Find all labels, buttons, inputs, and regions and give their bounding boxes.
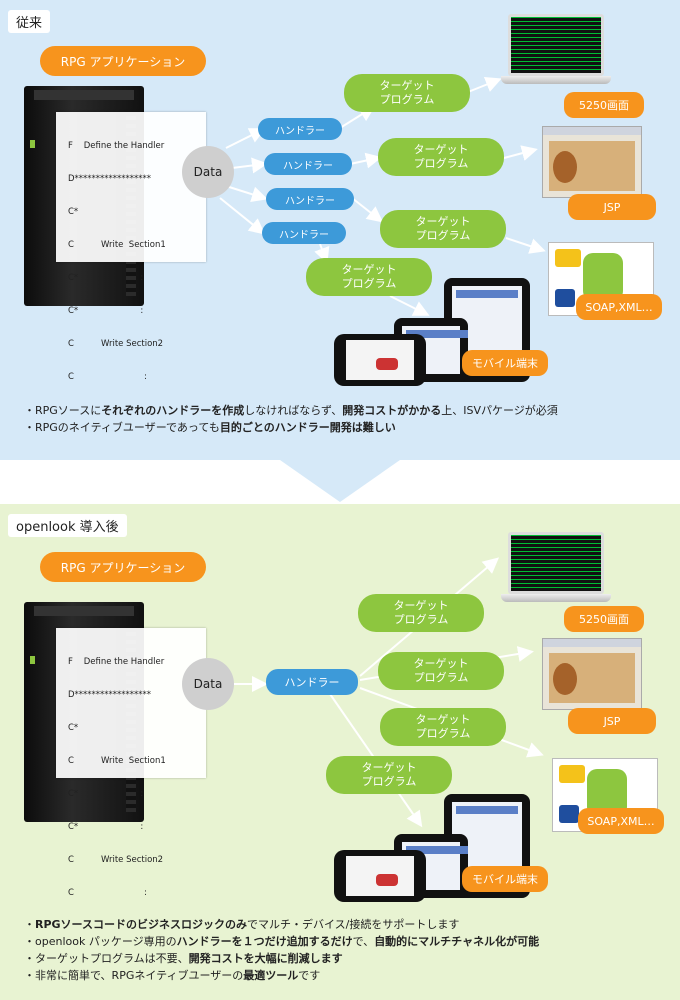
target-line1: ターゲット [379,79,435,92]
target-program-3: ターゲット プログラム [380,210,506,248]
single-handler: ハンドラー [266,669,358,695]
output-mobile-label: モバイル端末 [462,866,548,892]
output-soap-label: SOAP,XML… [576,294,662,320]
bullet-text: で、 [352,935,375,948]
bullet-bold: 最適ツール [243,969,299,982]
code-line: C* [68,723,79,733]
bullet-text: ・RPGソースに [24,404,102,417]
target-line2: プログラム [415,727,471,740]
openlook-tag: openlook 導入後 [8,514,127,537]
bullet-line: ・RPGソースにそれぞれのハンドラーを作成しなければならず、開発コストがかかる上… [24,402,558,419]
target-line1: ターゲット [341,263,397,276]
bullet-text: 上、ISVパケージが必須 [441,404,558,417]
rpg-application-label: RPG アプリケーション [40,46,206,76]
laptop-5250-image [501,532,611,602]
legacy-tag: 従来 [8,10,51,33]
laptop-5250-image [501,14,611,84]
target-program-1: ターゲット プログラム [344,74,470,112]
target-program-1: ターゲット プログラム [358,594,484,632]
down-arrow [280,460,400,502]
bullet-bold: 開発コストがかかる [342,404,442,417]
output-5250-label: 5250画面 [564,606,644,632]
bullet-bold: 目的ごとのハンドラー開発は難しい [219,421,396,434]
target-line1: ターゲット [415,713,471,726]
code-line: C : [68,888,148,898]
bullet-bold: それぞれのハンドラーを作成 [101,404,245,417]
openlook-panel: openlook 導入後 RPG アプリケーション F Define the H… [0,504,680,1000]
target-program-2: ターゲット プログラム [378,138,504,176]
code-line: C Write Section2 [68,339,164,349]
bullet-bold: ハンドラーを１つだけ追加するだけ [176,935,353,948]
bullet-line: ・openlook パッケージ専用のハンドラーを１つだけ追加するだけで、自動的に… [24,933,539,950]
code-line: C* : [68,789,144,799]
code-line: C* : [68,822,144,832]
bullet-text: ・openlook パッケージ専用の [24,935,177,948]
target-line1: ターゲット [415,215,471,228]
code-line: C* [68,207,79,217]
bullet-line: ・RPGのネイティブユーザーであっても目的ごとのハンドラー開発は難しい [24,419,558,436]
output-soap-label: SOAP,XML… [578,808,664,834]
target-line2: プログラム [413,671,469,684]
code-line: C : [68,372,148,382]
target-program-2: ターゲット プログラム [378,652,504,690]
data-node: Data [182,658,234,710]
target-line2: プログラム [379,93,435,106]
legacy-bullets: ・RPGソースにそれぞれのハンドラーを作成しなければならず、開発コストがかかる上… [24,402,558,436]
code-line: C Write Section1 [68,756,166,766]
target-line1: ターゲット [413,657,469,670]
target-line2: プログラム [361,775,417,788]
target-program-4: ターゲット プログラム [306,258,432,296]
phone-image [334,334,426,386]
code-line: C Write Section1 [68,240,166,250]
browser-jsp-image [542,638,642,710]
target-program-3: ターゲット プログラム [380,708,506,746]
bullet-text: でマルチ・デバイス/接続をサポートします [247,918,460,931]
bullet-text: ・ターゲットプログラムは不要、 [24,952,189,965]
data-node: Data [182,146,234,198]
bullet-bold: RPGソースコードのビジネスロジックのみ [35,918,248,931]
bullet-line: ・ターゲットプログラムは不要、開発コストを大幅に削減します [24,950,539,967]
handler-3: ハンドラー [266,188,354,210]
handler-4: ハンドラー [262,222,346,244]
output-5250-label: 5250画面 [564,92,644,118]
bullet-line: ・RPGソースコードのビジネスロジックのみでマルチ・デバイス/接続をサポートしま… [24,916,539,933]
bullet-line: ・非常に簡単で、RPGネイティブユーザーの最適ツールです [24,967,539,984]
target-program-4: ターゲット プログラム [326,756,452,794]
rpg-source-code: F Define the Handler D******************… [56,628,206,898]
rpg-application-label: RPG アプリケーション [40,552,206,582]
output-mobile-label: モバイル端末 [462,350,548,376]
bullet-bold: 自動的にマルチチャネル化が可能 [374,935,540,948]
browser-jsp-image [542,126,642,198]
target-line1: ターゲット [393,599,449,612]
rpg-source-code: F Define the Handler D******************… [56,112,206,382]
output-jsp-label: JSP [568,194,656,220]
handler-2: ハンドラー [264,153,352,175]
bullet-text: ・ [24,918,35,931]
target-line1: ターゲット [361,761,417,774]
code-line: F Define the Handler [68,141,165,151]
handler-1: ハンドラー [258,118,342,140]
openlook-bullets: ・RPGソースコードのビジネスロジックのみでマルチ・デバイス/接続をサポートしま… [24,916,539,984]
target-line2: プログラム [415,229,471,242]
code-line: D****************** [68,690,152,700]
target-line2: プログラム [393,613,449,626]
code-line: F Define the Handler [68,657,165,667]
code-line: C Write Section2 [68,855,164,865]
bullet-text: しなければならず、 [244,404,343,417]
bullet-bold: 開発コストを大幅に削減します [188,952,343,965]
legacy-panel: 従来 RPG アプリケーション F Define the Handler D [0,0,680,460]
phone-image [334,850,426,902]
output-jsp-label: JSP [568,708,656,734]
target-line1: ターゲット [413,143,469,156]
code-line: C* : [68,306,144,316]
bullet-text: です [298,969,321,982]
code-line: C* : [68,273,144,283]
target-line2: プログラム [341,277,397,290]
bullet-text: ・RPGのネイティブユーザーであっても [24,421,220,434]
bullet-text: ・非常に簡単で、RPGネイティブユーザーの [24,969,244,982]
code-line: D****************** [68,174,152,184]
target-line2: プログラム [413,157,469,170]
